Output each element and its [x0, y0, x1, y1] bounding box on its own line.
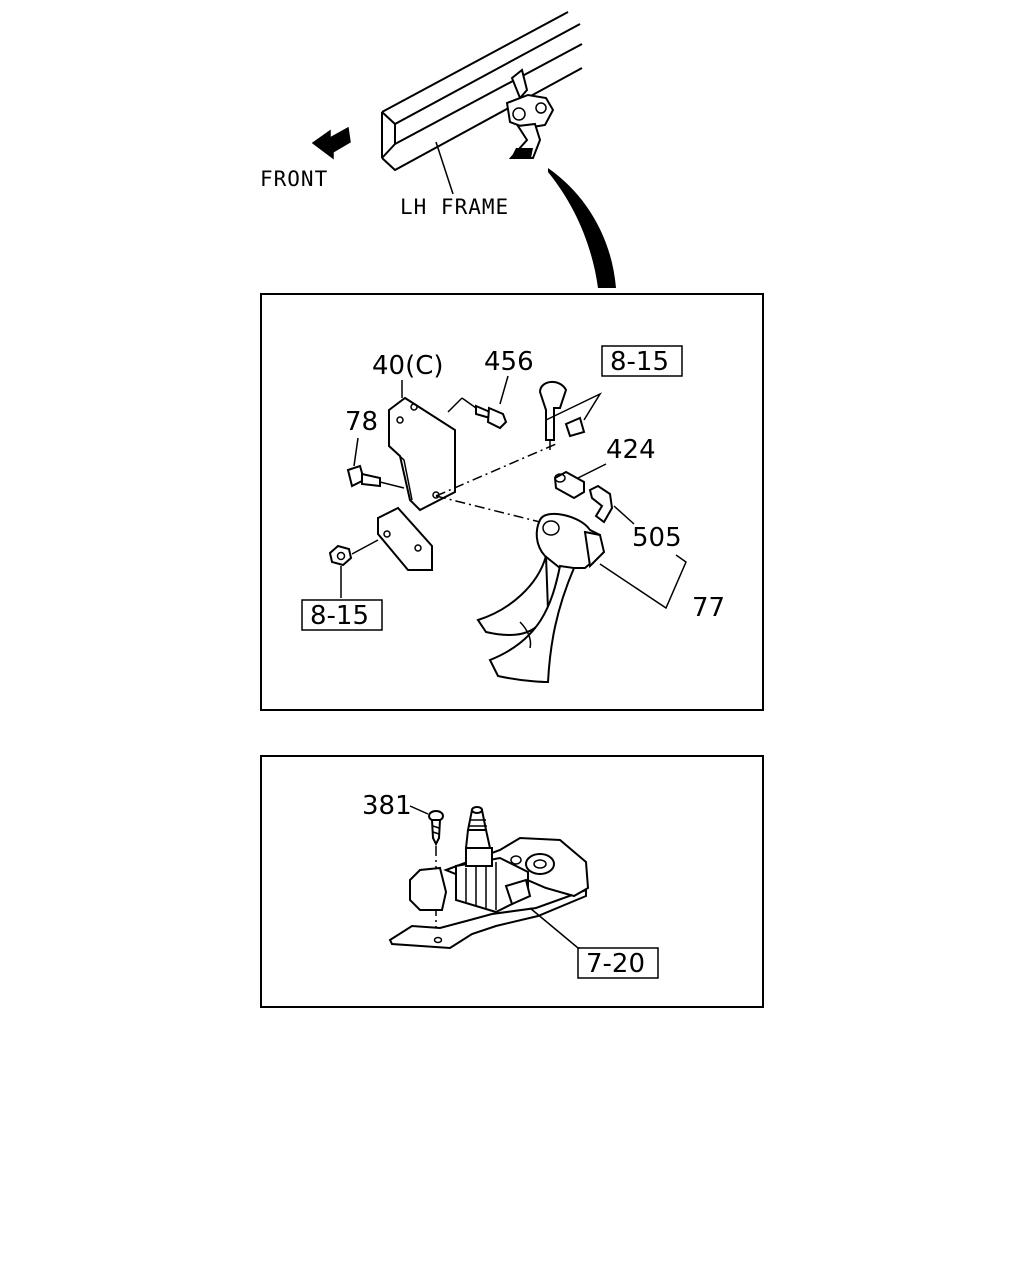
horn-detail-panel: 40(C) 456 8-15 78 424 505 8-15 77 — [260, 293, 764, 711]
callout-clip-ref: 8-15 — [610, 347, 669, 377]
ref-box-clip — [601, 345, 683, 377]
screw-381-part — [428, 810, 444, 847]
callout-bolt-456: 456 — [484, 347, 534, 377]
detail-arrow — [548, 168, 616, 288]
horn-77-part — [476, 512, 606, 684]
fitting-505-part — [588, 484, 614, 524]
connector-424-part — [553, 470, 585, 500]
overview-illustration: FRONT LH FRAME — [260, 11, 616, 288]
bolt-456-part — [475, 404, 508, 430]
horn-assembly-mini — [505, 68, 555, 159]
callout-bracket: 40(C) — [372, 351, 444, 381]
ref-box-valve — [577, 947, 659, 979]
valve-assembly-part — [388, 806, 590, 950]
callout-bolt-78: 78 — [345, 407, 378, 437]
callout-horn-77: 77 — [692, 593, 725, 623]
nut-part — [328, 544, 353, 567]
front-label: FRONT — [260, 167, 328, 191]
ref-box-nut — [301, 599, 383, 631]
callout-nut-ref: 8-15 — [310, 601, 369, 631]
clip-part — [538, 381, 586, 441]
lh-frame-label: LH FRAME — [400, 195, 509, 219]
front-arrow-icon — [311, 126, 351, 160]
callout-fitting-505: 505 — [632, 523, 682, 553]
callout-screw-381: 381 — [362, 791, 412, 821]
callout-valve-ref: 7-20 — [586, 949, 645, 979]
bolt-78-part — [346, 464, 381, 488]
valve-detail-panel: 381 7-20 — [260, 755, 764, 1008]
lh-frame-rail — [381, 11, 583, 172]
callout-connector-424: 424 — [606, 435, 656, 465]
bracket-part — [377, 396, 456, 571]
